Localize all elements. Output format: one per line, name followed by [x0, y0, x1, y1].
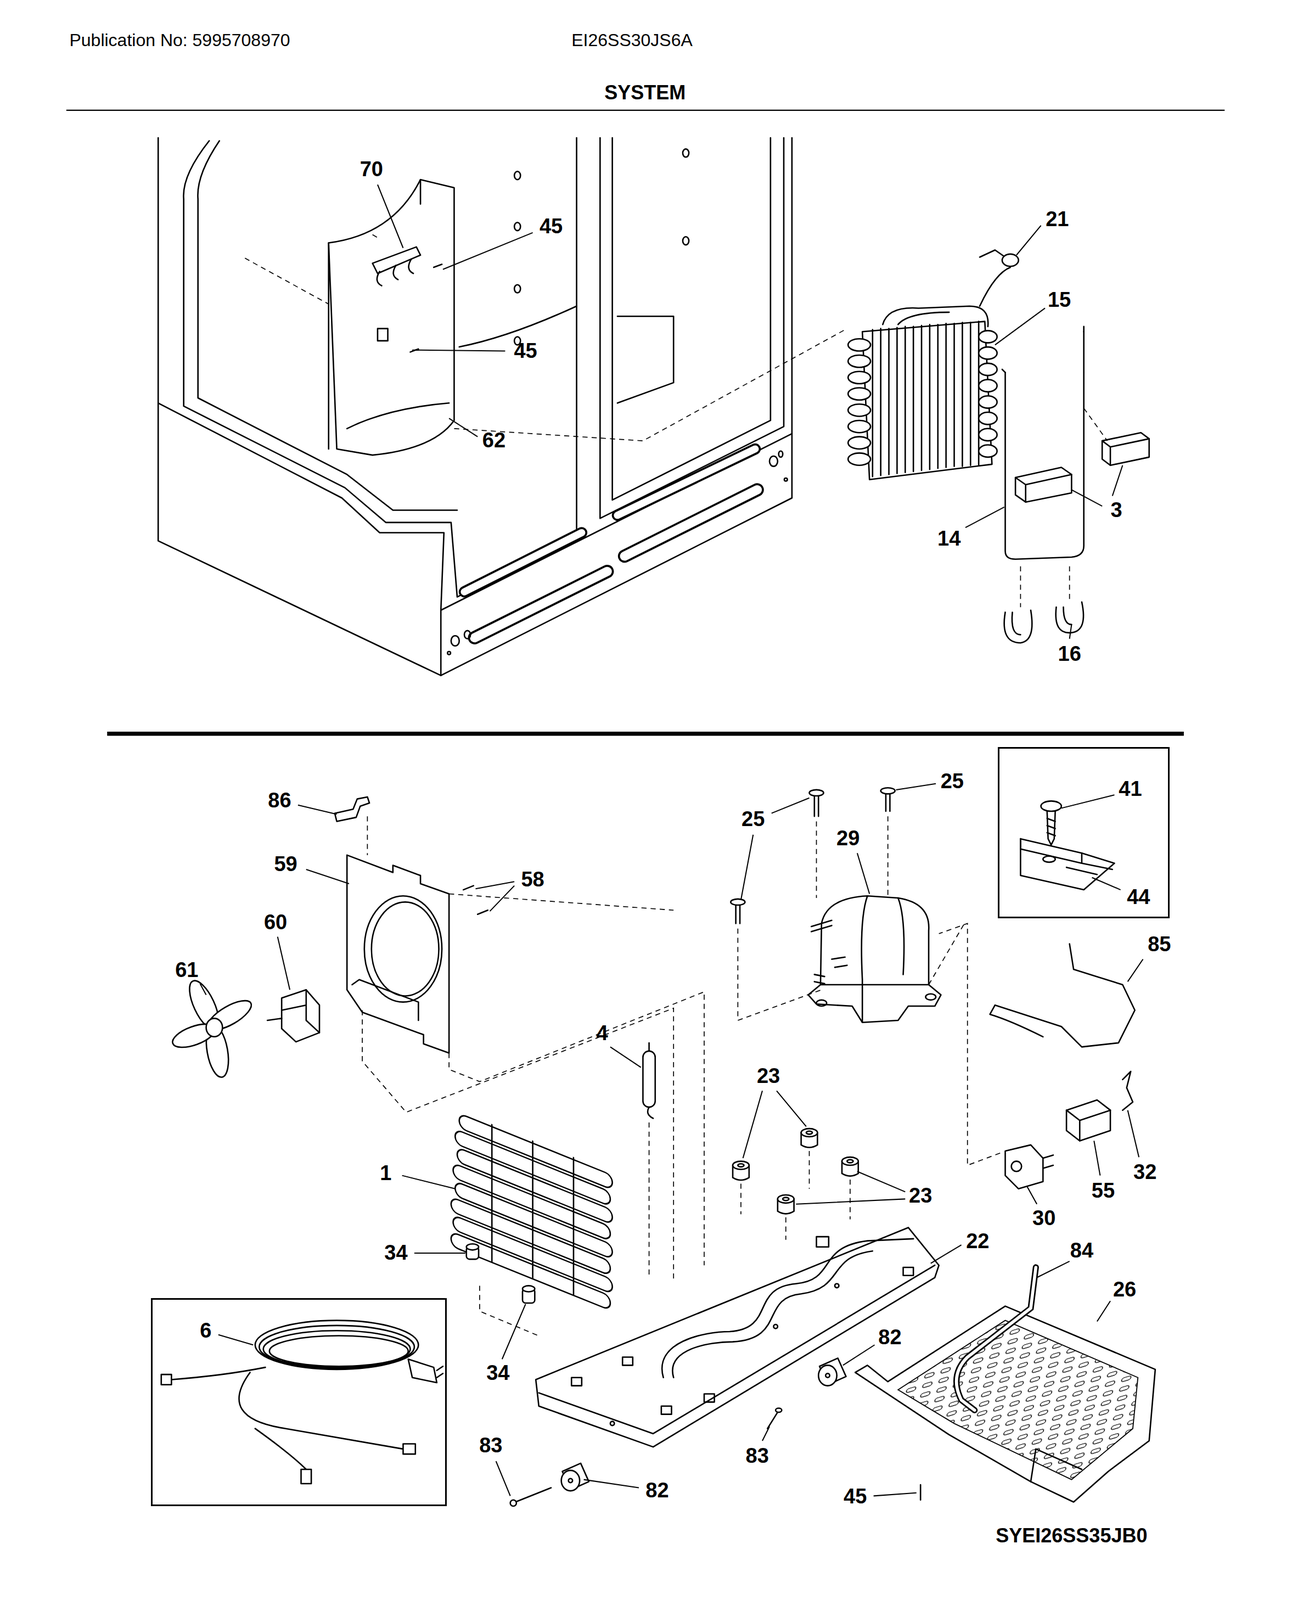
callout-number: 26	[1113, 1278, 1137, 1302]
filter-drier	[642, 1042, 655, 1276]
callout-number: 44	[1126, 885, 1150, 909]
section-divider	[107, 733, 1184, 735]
callout-number: 70	[360, 158, 384, 182]
defrost-heater	[1002, 326, 1084, 560]
cabinet	[158, 137, 792, 676]
callout-number: 58	[520, 868, 544, 892]
callout-number: 21	[1045, 208, 1069, 232]
callout-number: 14	[937, 527, 961, 551]
callout-number: 32	[1133, 1160, 1157, 1184]
callout-number: 6	[199, 1319, 212, 1343]
callout-number: 23	[908, 1184, 932, 1208]
callout-number: 34	[384, 1241, 408, 1265]
fan-screws	[463, 885, 488, 915]
power-cord	[161, 1320, 443, 1484]
callout-number: 34	[486, 1361, 510, 1385]
condenser-coil	[451, 1108, 613, 1312]
callout-number: 4	[596, 1021, 608, 1046]
leveling-feet	[561, 1357, 847, 1491]
callout-number: 62	[482, 429, 506, 453]
callout-number: 83	[745, 1444, 769, 1468]
bracket-inset	[1020, 800, 1115, 890]
ice-bucket-housing	[328, 179, 848, 455]
callout-number: 15	[1047, 288, 1071, 312]
callout-number: 1	[379, 1161, 392, 1185]
callout-number: 82	[878, 1326, 902, 1350]
callout-number: 55	[1091, 1179, 1115, 1203]
callout-number: 60	[263, 911, 288, 935]
callout-number: 16	[1058, 642, 1082, 666]
callout-number: 61	[175, 958, 199, 982]
relay-clip	[1122, 1071, 1133, 1111]
inset-box: 41 44	[997, 746, 1170, 919]
heater-clips	[1004, 566, 1084, 643]
callout-number: 41	[1118, 777, 1142, 801]
callout-number: 25	[741, 807, 765, 831]
condenser-loop-tube	[990, 944, 1136, 1048]
callout-number: 83	[479, 1434, 503, 1458]
callout-number: 30	[1032, 1206, 1056, 1230]
drain-pan	[855, 1306, 1156, 1503]
fan-blade	[169, 976, 256, 1080]
callout-number: 85	[1147, 933, 1171, 957]
compressor	[808, 895, 942, 1023]
callout-number: 45	[513, 339, 537, 363]
callout-number: 82	[645, 1479, 669, 1503]
grommets	[732, 1128, 859, 1240]
header-rule	[66, 109, 1225, 111]
fan-motor	[267, 989, 320, 1042]
inset-box: 6	[150, 1298, 447, 1507]
callout-number: 45	[843, 1485, 867, 1509]
base-plate	[535, 1227, 939, 1447]
guide-lines	[362, 894, 705, 1338]
evaporator	[847, 267, 1011, 480]
callout-number: 86	[267, 789, 291, 813]
callout-number: 22	[965, 1230, 990, 1254]
callout-number: 3	[1110, 498, 1123, 522]
compressor-screws	[730, 787, 965, 1021]
callout-number: 23	[756, 1064, 780, 1088]
overload	[1066, 1099, 1111, 1141]
thermistor	[979, 249, 1019, 267]
condenser-spacers	[466, 1243, 536, 1303]
section-title: SYSTEM	[604, 81, 686, 104]
callout-number: 29	[836, 827, 860, 851]
callout-number: 84	[1070, 1239, 1094, 1263]
drain-tube	[956, 1267, 1037, 1411]
fan-clip	[334, 796, 370, 856]
diagram-code: SYEI26SS35JB0	[995, 1524, 1148, 1547]
callout-number: 45	[539, 215, 563, 239]
start-relay	[939, 923, 1054, 1189]
callout-number: 59	[273, 852, 297, 876]
header-text: Publication No: 5995708970	[69, 31, 290, 51]
callout-number: 25	[940, 770, 964, 794]
header-text: EI26SS30JS6A	[571, 31, 693, 51]
heater-blocks	[1015, 408, 1150, 503]
